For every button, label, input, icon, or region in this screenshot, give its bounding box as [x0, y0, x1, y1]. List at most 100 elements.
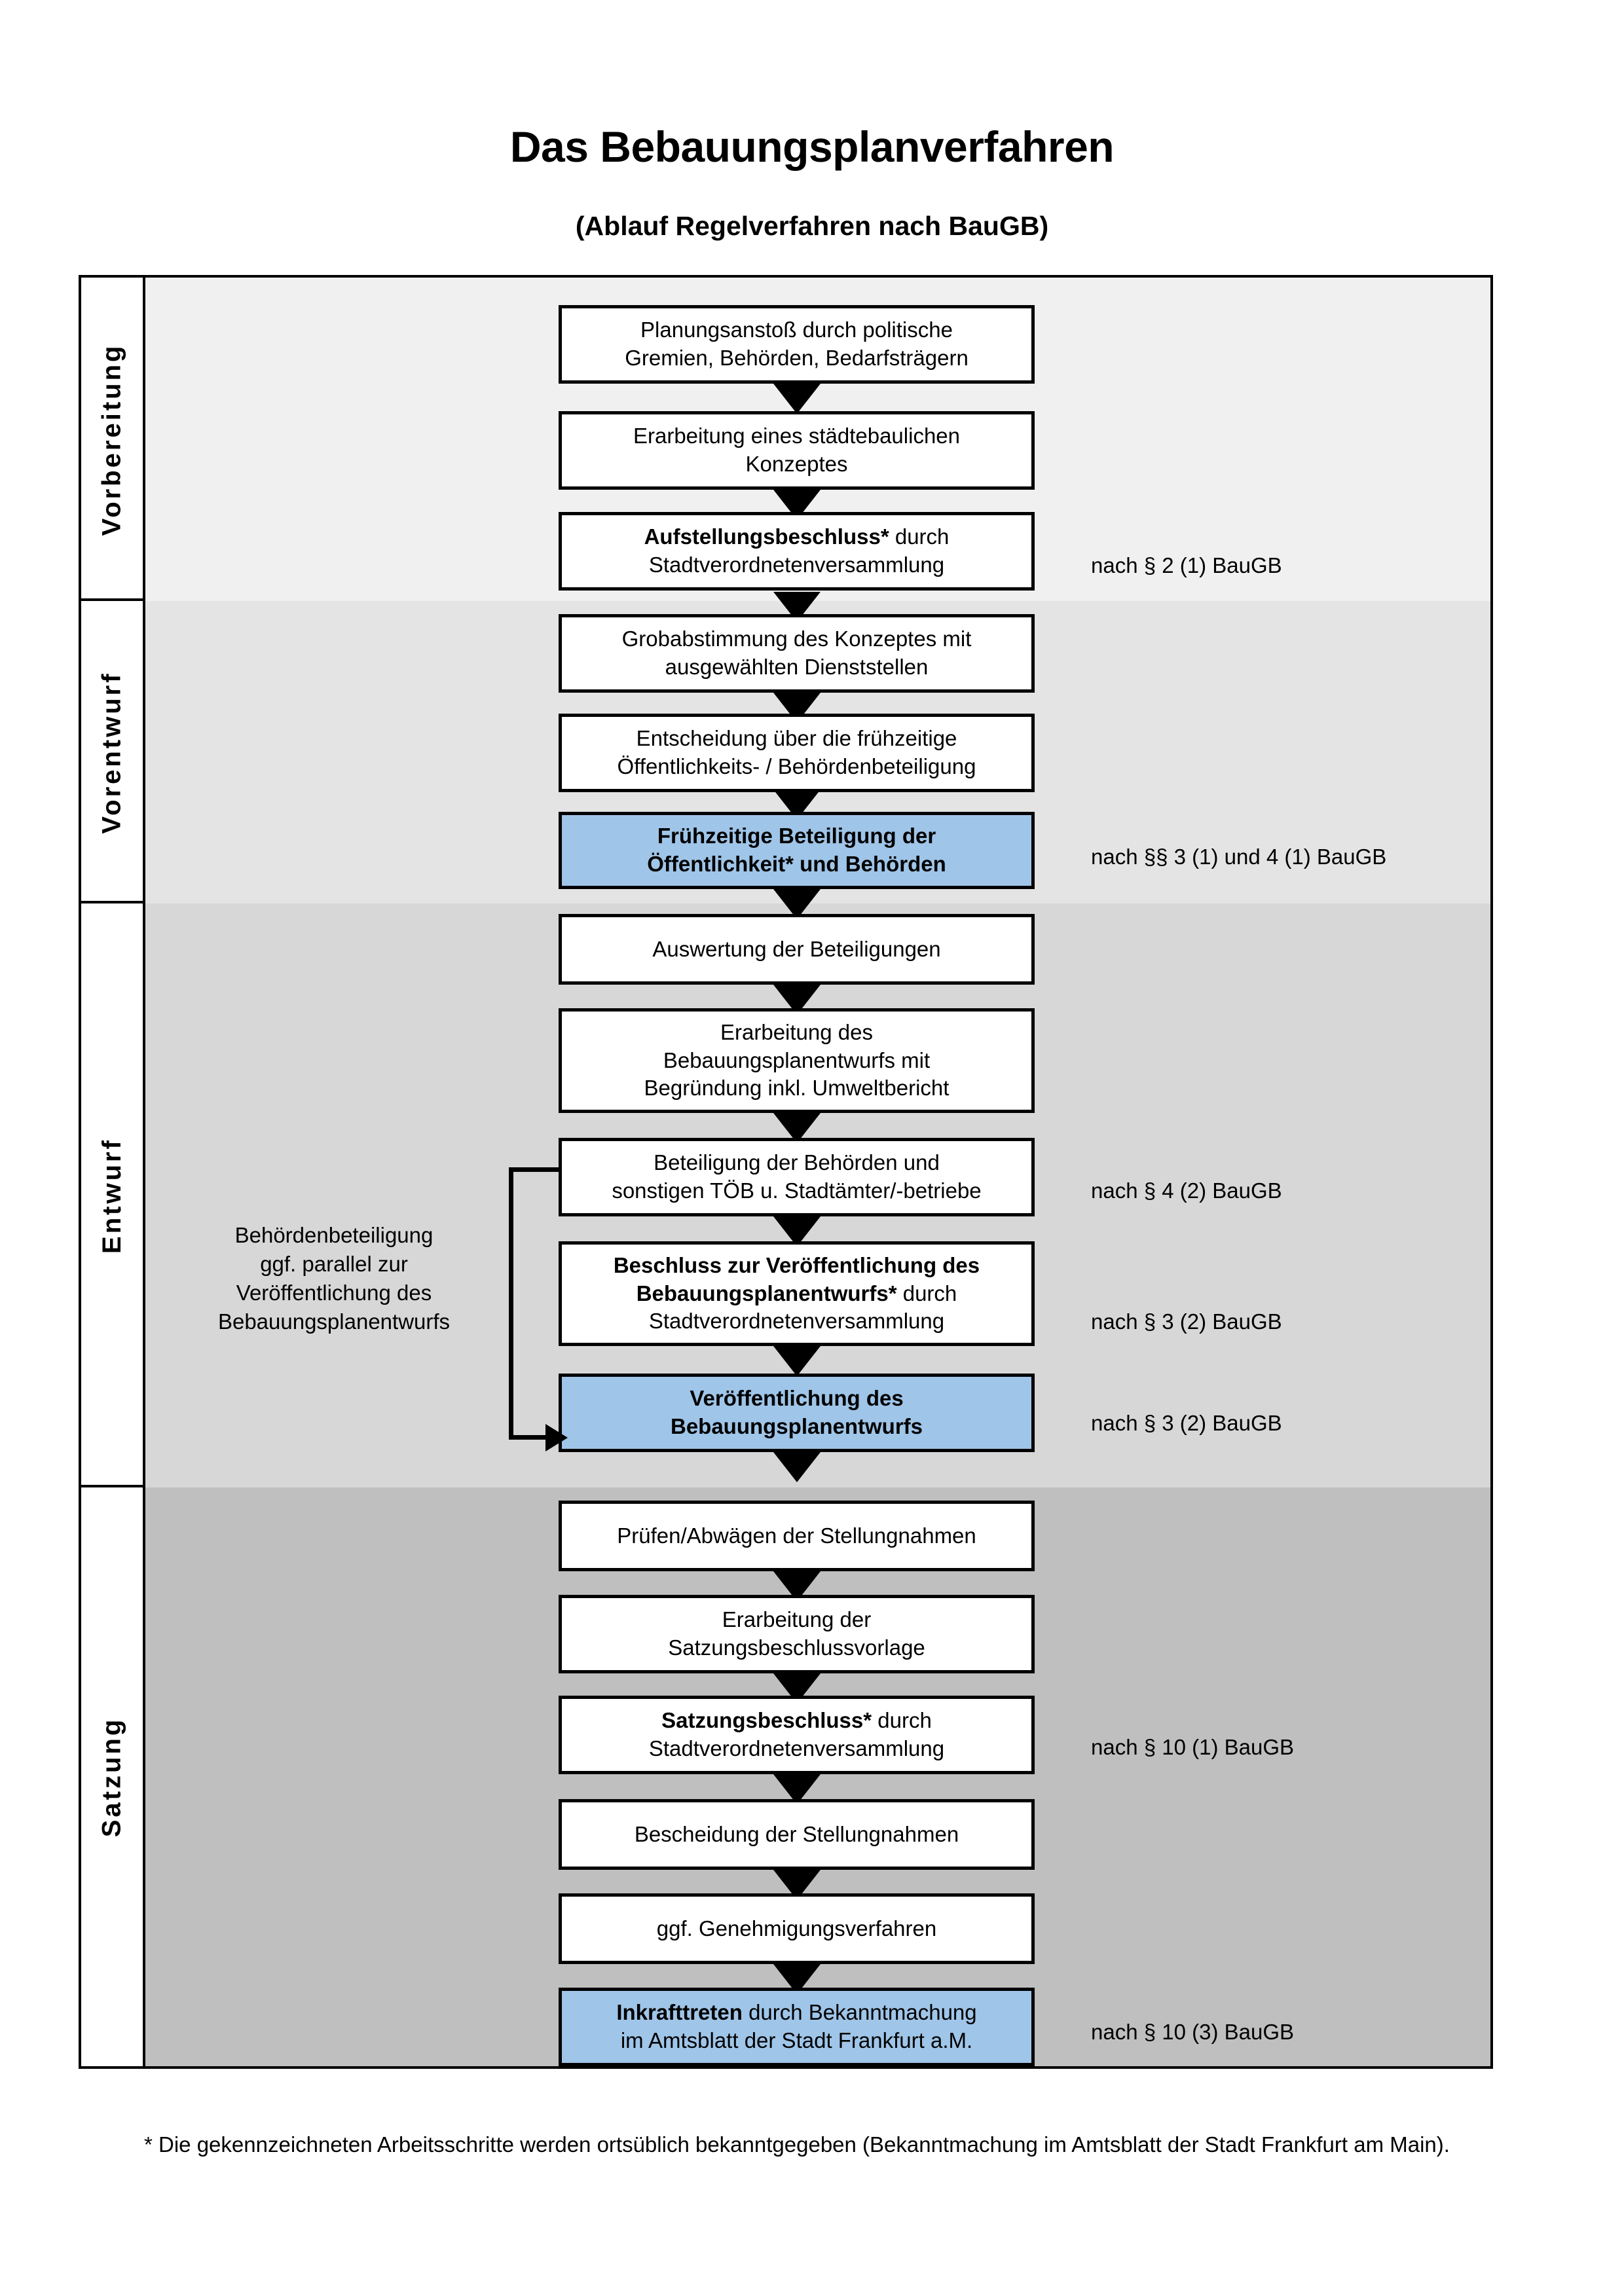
process-box-line: ausgewählten Dienststellen — [622, 653, 972, 682]
page-subtitle: (Ablauf Regelverfahren nach BauGB) — [575, 211, 1049, 241]
process-box-line: Aufstellungsbeschluss* durch — [644, 523, 950, 551]
footnote: * Die gekennzeichneten Arbeitsschritte w… — [144, 2132, 1450, 2157]
process-box-line-main: Beteiligung der Behörden und — [654, 1150, 940, 1175]
process-box-line-main: Stadtverordnetenversammlung — [648, 1736, 945, 1760]
process-box-line-main: Bebauungsplanentwurfs* — [636, 1281, 897, 1305]
process-box-line-main: Erarbeitung der — [722, 1607, 872, 1632]
ref-veroeffentlichung: nach § 3 (2) BauGB — [1091, 1411, 1282, 1435]
process-box-line-main: Konzeptes — [745, 452, 848, 476]
process-box-text: ggf. Genehmigungsverfahren — [657, 1915, 936, 1943]
process-box-line-main: Begründung inkl. Umweltbericht — [644, 1076, 950, 1101]
process-box-line: Stadtverordnetenversammlung — [644, 551, 950, 579]
process-box-line-main: Entscheidung über die frühzeitige — [636, 726, 957, 751]
process-box-pruefen-abwaegen[interactable]: Prüfen/Abwägen der Stellungnahmen — [559, 1501, 1035, 1571]
process-box-line-main: Satzungsbeschluss* — [661, 1708, 872, 1733]
bracket-bottom-segment — [509, 1435, 549, 1440]
process-box-line-main: Gremien, Behörden, Bedarfsträgern — [625, 346, 969, 370]
process-box-line-main: Planungsanstoß durch politische — [640, 318, 953, 342]
process-box-line-main: Öffentlichkeit* und Behörden — [647, 852, 946, 876]
process-box-genehmigungsverfahren[interactable]: ggf. Genehmigungsverfahren — [559, 1893, 1035, 1964]
process-box-auswertung[interactable]: Auswertung der Beteiligungen — [559, 914, 1035, 985]
process-box-line-main: ggf. Genehmigungsverfahren — [656, 1916, 937, 1941]
process-box-line-main: Prüfen/Abwägen der Stellungnahmen — [617, 1523, 976, 1548]
bracket-top-segment — [509, 1167, 561, 1172]
process-box-line: Erarbeitung eines städtebaulichen — [633, 422, 960, 450]
side-note-line: Veröffentlichung des — [236, 1280, 432, 1305]
process-box-line: Konzeptes — [633, 450, 960, 479]
process-box-text: Beteiligung der Behörden und sonstigen TÖ… — [612, 1149, 981, 1205]
flow-arrow-icon — [773, 1452, 821, 1482]
side-note-line: Behördenbeteiligung — [234, 1223, 434, 1247]
diagram-frame — [79, 275, 1493, 2069]
process-box-line-main: Grobabstimmung des Konzeptes mit — [621, 627, 972, 651]
process-box-line-main: Öffentlichkeits- / Behördenbeteiligung — [617, 754, 976, 778]
process-box-line: Satzungsbeschlussvorlage — [668, 1634, 925, 1662]
ref-beschluss-veroeffentlichung: nach § 3 (2) BauGB — [1091, 1309, 1282, 1334]
process-box-line: Auswertung der Beteiligungen — [652, 936, 940, 964]
page-title: Das Bebauungsplanverfahren — [509, 122, 1115, 171]
process-box-line-main: Auswertung der Beteiligungen — [652, 936, 941, 961]
process-box-line-suffix: durch — [872, 1708, 932, 1733]
process-box-line-main: Frühzeitige Beteiligung der — [657, 824, 936, 848]
process-box-line-main: Aufstellungsbeschluss* — [644, 524, 889, 549]
process-box-line-main: Satzungsbeschlussvorlage — [668, 1635, 925, 1660]
process-box-line: Öffentlichkeit* und Behörden — [647, 850, 946, 879]
process-box-line-main: Veröffentlichung des — [690, 1386, 904, 1411]
process-box-line-main: Erarbeitung des — [720, 1019, 873, 1044]
process-box-bescheidung[interactable]: Bescheidung der Stellungnahmen — [559, 1799, 1035, 1870]
process-box-line: Planungsanstoß durch politische — [625, 316, 969, 344]
process-box-line: sonstigen TÖB u. Stadtämter/-betriebe — [612, 1177, 981, 1205]
process-box-line-main: Stadtverordnetenversammlung — [648, 1309, 945, 1334]
process-box-line: ggf. Genehmigungsverfahren — [657, 1915, 936, 1943]
process-box-beteiligung-behoerden[interactable]: Beteiligung der Behörden und sonstigen TÖ… — [559, 1138, 1035, 1216]
process-box-line-suffix: durch — [889, 524, 950, 549]
process-box-line: Begründung inkl. Umweltbericht — [644, 1074, 950, 1102]
process-box-line-main: sonstigen TÖB u. Stadtämter/-betriebe — [612, 1178, 982, 1203]
bracket-vertical-segment — [509, 1167, 513, 1440]
process-box-text: Auswertung der Beteiligungen — [652, 936, 940, 964]
ref-satzungsbeschluss: nach § 10 (1) BauGB — [1091, 1735, 1295, 1759]
process-box-line: Inkrafttreten durch Bekanntmachung — [616, 1999, 976, 2027]
process-box-line-main: Bescheidung der Stellungnahmen — [634, 1821, 959, 1846]
side-note-line: ggf. parallel zur — [260, 1251, 408, 1276]
process-box-line: Bebauungsplanentwurfs mit — [644, 1047, 950, 1075]
process-box-line: Erarbeitung der — [668, 1606, 925, 1634]
process-box-line: Bescheidung der Stellungnahmen — [635, 1821, 959, 1849]
process-box-line: im Amtsblatt der Stadt Frankfurt a.M. — [616, 2027, 976, 2055]
process-box-line: Stadtverordnetenversammlung — [649, 1735, 944, 1763]
process-box-line: Prüfen/Abwägen der Stellungnahmen — [617, 1522, 976, 1550]
ref-aufstellungsbeschluss: nach § 2 (1) BauGB — [1091, 553, 1282, 577]
process-box-line: Frühzeitige Beteiligung der — [647, 822, 946, 850]
process-box-line-suffix: durch — [896, 1281, 957, 1305]
process-box-line-main: Stadtverordnetenversammlung — [648, 553, 945, 577]
process-box-line-main: Beschluss zur Veröffentlichung des — [613, 1252, 980, 1277]
flow-arrow-icon — [773, 1346, 821, 1376]
process-box-line: Bebauungsplanentwurfs — [671, 1413, 923, 1441]
process-box-text: Bescheidung der Stellungnahmen — [635, 1821, 959, 1849]
process-box-line: Satzungsbeschluss* durch — [649, 1707, 944, 1735]
process-box-line-main: Bebauungsplanentwurfs mit — [663, 1048, 931, 1072]
